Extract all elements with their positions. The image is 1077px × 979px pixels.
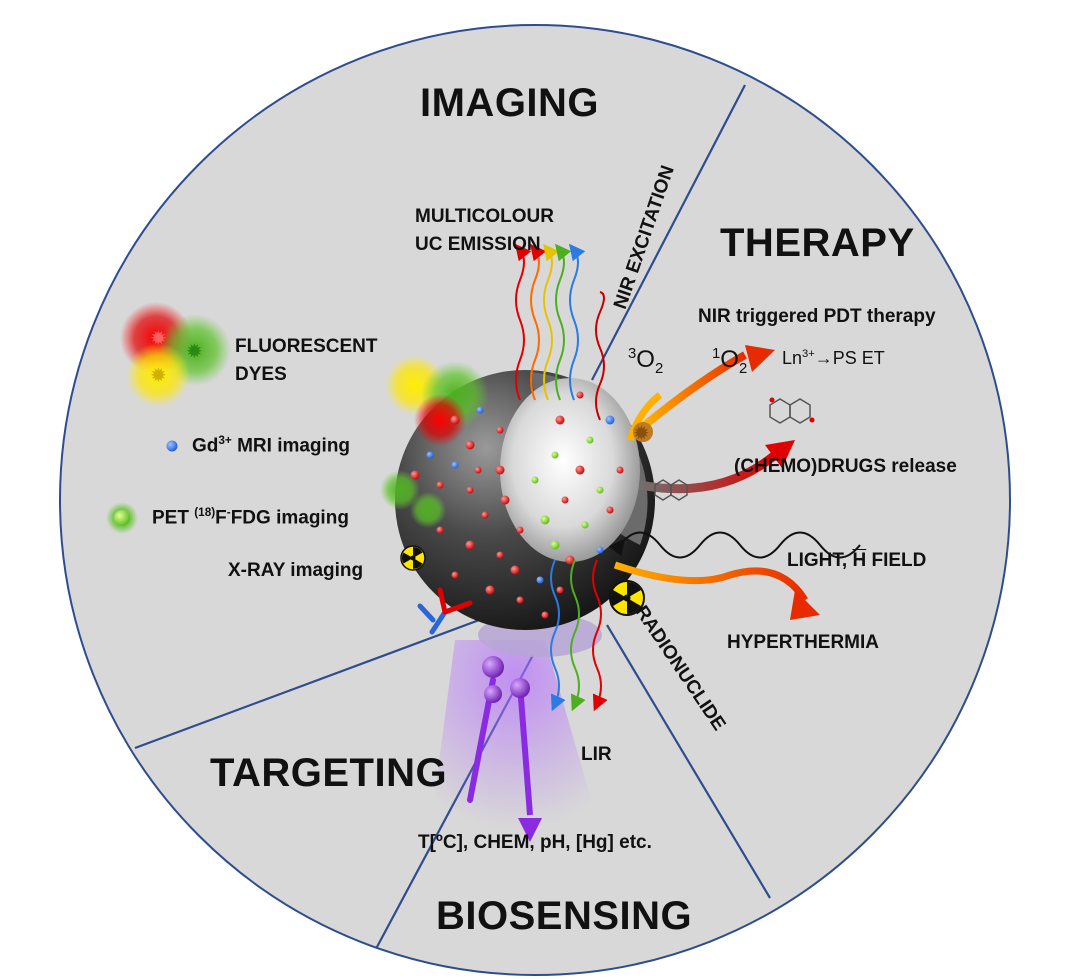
section-targeting: TARGETING [210, 751, 448, 795]
lir-waves [550, 559, 608, 712]
pet-label: PET (18)F-FDG imaging [152, 506, 349, 529]
sphere-particle [465, 540, 475, 550]
sphere-particle [481, 511, 489, 519]
xray-label: X-RAY imaging [228, 560, 364, 581]
sphere-particle [450, 415, 460, 425]
svg-text:✹: ✹ [150, 328, 167, 350]
sphere-particle [586, 436, 594, 444]
drug-molecule-icon [654, 397, 815, 501]
sphere-particle [531, 476, 539, 484]
sphere-particle [474, 466, 482, 474]
sphere-particle [556, 586, 564, 594]
pet-sup: (18) [194, 506, 216, 519]
lir-label: LIR [581, 744, 612, 765]
sphere-particle [540, 515, 550, 525]
field-text: FIELD [866, 550, 927, 571]
hyperthermia-label: HYPERTHERMIA [727, 632, 880, 653]
sphere-particle [485, 585, 495, 595]
sphere-particle [451, 571, 459, 579]
sphere-particle [555, 415, 565, 425]
sphere-particle [541, 611, 549, 619]
sphere-particle [496, 551, 504, 559]
gd-mri-label: Gd3+ MRI imaging [192, 434, 350, 457]
sphere-particle [616, 466, 624, 474]
sphere-dyes [380, 355, 489, 528]
ln-ps-et-label: Ln3+→PS ET [782, 348, 885, 369]
sphere-particle [465, 440, 475, 450]
gd-ball-icon [166, 440, 178, 452]
dyes-label: DYES [235, 364, 287, 385]
triplet-oxygen-label: 3O2 [628, 346, 663, 378]
sphere-particle [605, 415, 615, 425]
o2-triplet: O [636, 346, 655, 373]
uc-emission-label: UC EMISSION [415, 234, 541, 255]
o2-singlet: O [720, 346, 739, 373]
chemo-drugs-label: (CHEMO)DRUGS release [734, 456, 957, 477]
sphere-particle [436, 481, 444, 489]
ln-sup: 3+ [802, 348, 815, 360]
fluorescent-dyes-icon: ✹ ✹ ✹ [120, 302, 231, 407]
sphere-particle [561, 496, 569, 504]
section-imaging: IMAGING [420, 81, 600, 125]
sphere-particle [575, 465, 585, 475]
svg-text:✹: ✹ [150, 365, 167, 387]
sphere-particle [500, 495, 510, 505]
sphere-particle [550, 540, 560, 550]
pet-prefix: PET [152, 507, 195, 529]
sphere-particle [581, 521, 589, 529]
sphere-particle [510, 565, 520, 575]
sphere-particle [576, 391, 584, 399]
sphere-particle [606, 506, 614, 514]
gd-prefix: Gd [192, 435, 219, 457]
antibody-icon [417, 587, 473, 635]
sphere-particle [596, 546, 604, 554]
sphere-particle [436, 526, 444, 534]
sphere-particle [466, 486, 474, 494]
therapy-arrows: ✹ [608, 345, 861, 620]
gd-suffix: MRI imaging [231, 435, 351, 457]
uc-emission-waves [515, 243, 605, 421]
svg-text:✹: ✹ [633, 423, 650, 445]
multicolour-label: MULTICOLOUR [415, 206, 554, 227]
sphere-particle [565, 555, 575, 565]
section-biosensing: BIOSENSING [436, 894, 693, 938]
fluorescent-label: FLUORESCENT [235, 336, 378, 357]
o2-singlet-sub: 2 [738, 360, 748, 377]
sphere-particle [410, 470, 420, 480]
sphere-particle [426, 451, 434, 459]
gd-sup: 3+ [218, 434, 232, 447]
sphere-particle [451, 461, 459, 469]
section-therapy: THERAPY [720, 221, 915, 265]
ln-arrow: →PS ET [814, 348, 885, 368]
radionuclide-icon [609, 580, 645, 616]
sphere-particle [596, 486, 604, 494]
pet-minus: - [226, 506, 231, 519]
radiation-icon [400, 545, 426, 571]
sphere-particle [496, 426, 504, 434]
pet-suffix: FDG imaging [230, 507, 349, 529]
sphere-particle [551, 451, 559, 459]
nir-pdt-label: NIR triggered PDT therapy [698, 306, 936, 327]
o2-singlet-sup: 1 [712, 346, 721, 362]
light-field-label: LIGHT, H FIELD [787, 550, 926, 572]
singlet-oxygen-label: 1O2 [712, 346, 747, 378]
o2-triplet-sup: 3 [628, 346, 637, 362]
svg-text:✹: ✹ [186, 341, 203, 363]
biosensing-beam [430, 640, 600, 842]
sensing-targets-label: T[ºC], CHEM, pH, [Hg] etc. [418, 832, 652, 853]
sphere-particle [516, 596, 524, 604]
pet-ball-icon [106, 502, 138, 534]
h-vector: H [852, 550, 867, 571]
light-text: LIGHT, [787, 550, 853, 571]
sphere-particle [516, 526, 524, 534]
o2-triplet-sub: 2 [654, 360, 664, 377]
sphere-particle [536, 576, 544, 584]
sphere-particles [410, 391, 624, 619]
ln-prefix: Ln [782, 348, 803, 368]
sphere-particle [476, 406, 484, 414]
sphere-particle [495, 465, 505, 475]
pet-f: F [215, 507, 227, 529]
